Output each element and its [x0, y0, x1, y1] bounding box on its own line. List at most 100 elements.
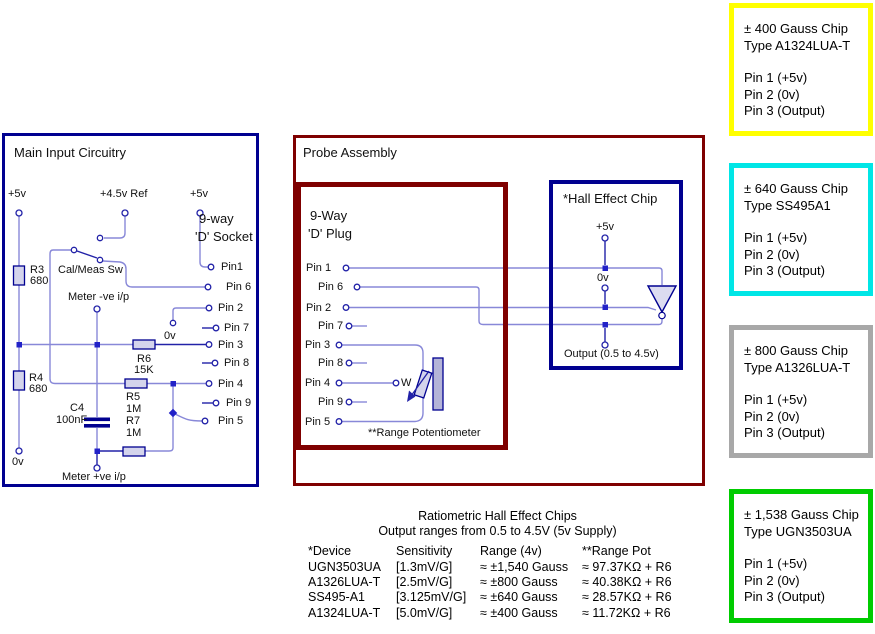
spacer: [744, 376, 864, 392]
table-grid: *Device Sensitivity Range (4v) **Range P…: [308, 543, 695, 621]
socket-pin7-label: Pin 7: [224, 322, 250, 334]
cell-device: SS495-A1: [308, 590, 365, 605]
r7-value: 1M: [126, 427, 142, 439]
r7-label: R7: [126, 415, 141, 427]
plug-pin8-label: Pin 8: [318, 357, 344, 369]
socket-pin1-label: Pin1: [221, 261, 244, 273]
probe-assembly-box: [293, 135, 705, 486]
chip-card-640-gauss: ± 640 Gauss Chip Type SS495A1 Pin 1 (+5v…: [729, 163, 873, 296]
r6-value: 15K: [134, 364, 154, 376]
cell-range-pot: ≈ 28.57KΩ + R6: [582, 590, 672, 605]
r6-label: R6: [137, 353, 152, 365]
chip-card-400-gauss: ± 400 Gauss Chip Type A1324LUA-T Pin 1 (…: [729, 3, 873, 136]
spacer: [744, 54, 864, 70]
probe-box-title: Probe Assembly: [303, 145, 397, 160]
switch-label: Cal/Meas Sw: [58, 264, 123, 276]
cell-range: ≈ ±800 Gauss: [480, 575, 558, 590]
col-header-sensitivity: Sensitivity: [396, 544, 453, 558]
chip-pin3: Pin 3 (Output): [744, 425, 825, 440]
chip-type: Type A1324LUA-T: [744, 37, 851, 53]
zero-v-pin2-label: 0v: [164, 330, 176, 342]
col-header-device: *Device: [308, 544, 352, 558]
meter-pos-label: Meter +ve i/p: [62, 471, 126, 483]
plug-pin9-label: Pin 9: [318, 396, 344, 408]
ratiometric-chips-table: Ratiometric Hall Effect Chips Output ran…: [300, 506, 695, 621]
col-header-range-pot: **Range Pot: [582, 544, 651, 558]
chip-type: Type UGN3503UA: [744, 523, 852, 539]
plug-pin7-label: Pin 7: [318, 320, 344, 332]
hall-output-label: Output (0.5 to 4.5v): [564, 348, 659, 360]
r5-label: R5: [126, 391, 141, 403]
d-plug-box: [296, 182, 508, 450]
socket-pin5-label: Pin 5: [218, 415, 244, 427]
hall-effect-chip-box: [549, 180, 683, 370]
plug-label-2: 'D' Plug: [308, 226, 352, 241]
chip-card-800-gauss: ± 800 Gauss Chip Type A1326LUA-T Pin 1 (…: [729, 325, 873, 458]
chip-type: Type A1326LUA-T: [744, 359, 851, 375]
cell-range: ≈ ±640 Gauss: [480, 590, 558, 605]
hall-ground-label: 0v: [597, 272, 609, 284]
hall-box-title: *Hall Effect Chip: [563, 191, 658, 206]
chip-card-1538-gauss: ± 1,538 Gauss Chip Type UGN3503UA Pin 1 …: [729, 489, 873, 623]
supply-left-label: +5v: [8, 188, 27, 200]
chip-pin1: Pin 1 (+5v): [744, 230, 808, 245]
chip-pin1: Pin 1 (+5v): [744, 392, 808, 407]
chip-pin3: Pin 3 (Output): [744, 103, 825, 118]
plug-pin2-label: Pin 2: [306, 302, 332, 314]
c4-value: 100nF: [56, 414, 88, 426]
r5-value: 1M: [126, 403, 142, 415]
cell-sensitivity: [1.3mV/G]: [396, 560, 453, 574]
plug-pin5-label: Pin 5: [305, 416, 331, 428]
cell-range: ≈ ±400 Gauss: [480, 605, 558, 620]
cell-sensitivity: [5.0mV/G]: [396, 605, 453, 620]
cell-range: ≈ ±1,540 Gauss: [480, 560, 569, 574]
cell-range-pot: ≈ 40.38KΩ + R6: [582, 575, 672, 590]
socket-pin4-label: Pin 4: [218, 378, 244, 390]
r3-label: R3: [30, 264, 45, 276]
cell-sensitivity: [2.5mV/G]: [396, 575, 453, 590]
main-box-title: Main Input Circuitry: [14, 145, 126, 160]
wiper-label: W: [401, 377, 412, 389]
chip-pin3: Pin 3 (Output): [744, 589, 825, 604]
chip-pin2: Pin 2 (0v): [744, 246, 800, 262]
ref-label: +4.5v Ref: [100, 188, 148, 200]
cell-device: UGN3503UA: [308, 560, 381, 574]
chip-range: ± 400 Gauss Chip: [744, 21, 848, 36]
socket-label-2: 'D' Socket: [195, 229, 253, 244]
plug-pin4-label: Pin 4: [305, 377, 331, 389]
plug-label-1: 9-Way: [310, 208, 348, 223]
chip-pin2: Pin 2 (0v): [744, 86, 800, 102]
chip-range: ± 640 Gauss Chip: [744, 181, 848, 196]
col-header-range: Range (4v): [480, 544, 542, 558]
r4-label: R4: [29, 372, 44, 384]
socket-label-1: 9-way: [199, 211, 234, 226]
r3-value: 680: [30, 275, 49, 287]
cell-device: A1324LUA-T: [308, 605, 381, 620]
cell-range-pot: ≈ 97.37KΩ + R6: [582, 560, 672, 574]
socket-pin3-label: Pin 3: [218, 339, 244, 351]
chip-range: ± 800 Gauss Chip: [744, 343, 848, 358]
chip-pin1: Pin 1 (+5v): [744, 70, 808, 85]
c4-label: C4: [70, 402, 85, 414]
chip-type: Type SS495A1: [744, 197, 831, 213]
range-pot-label: **Range Potentiometer: [368, 427, 481, 439]
socket-pin6-label: Pin 6: [226, 281, 252, 293]
cell-sensitivity: [3.125mV/G]: [396, 590, 467, 605]
socket-pin2-label: Pin 2: [218, 302, 244, 314]
plug-pin1-label: Pin 1: [306, 262, 332, 274]
cell-device: A1326LUA-T: [308, 575, 381, 590]
plug-pin3-label: Pin 3: [305, 339, 331, 351]
hall-supply-label: +5v: [596, 221, 615, 233]
supply-right-label: +5v: [190, 188, 209, 200]
socket-pin9-label: Pin 9: [226, 397, 252, 409]
spacer: [744, 214, 864, 230]
r4-value: 680: [29, 383, 48, 395]
main-input-circuitry-box: [2, 133, 259, 487]
plug-pin6-label: Pin 6: [318, 281, 344, 293]
table-subtitle: Output ranges from 0.5 to 4.5V (5v Suppl…: [378, 524, 617, 538]
zero-v-bottom-label: 0v: [12, 456, 24, 468]
spacer: [744, 540, 864, 556]
chip-pin1: Pin 1 (+5v): [744, 556, 808, 571]
chip-pin2: Pin 2 (0v): [744, 408, 800, 424]
